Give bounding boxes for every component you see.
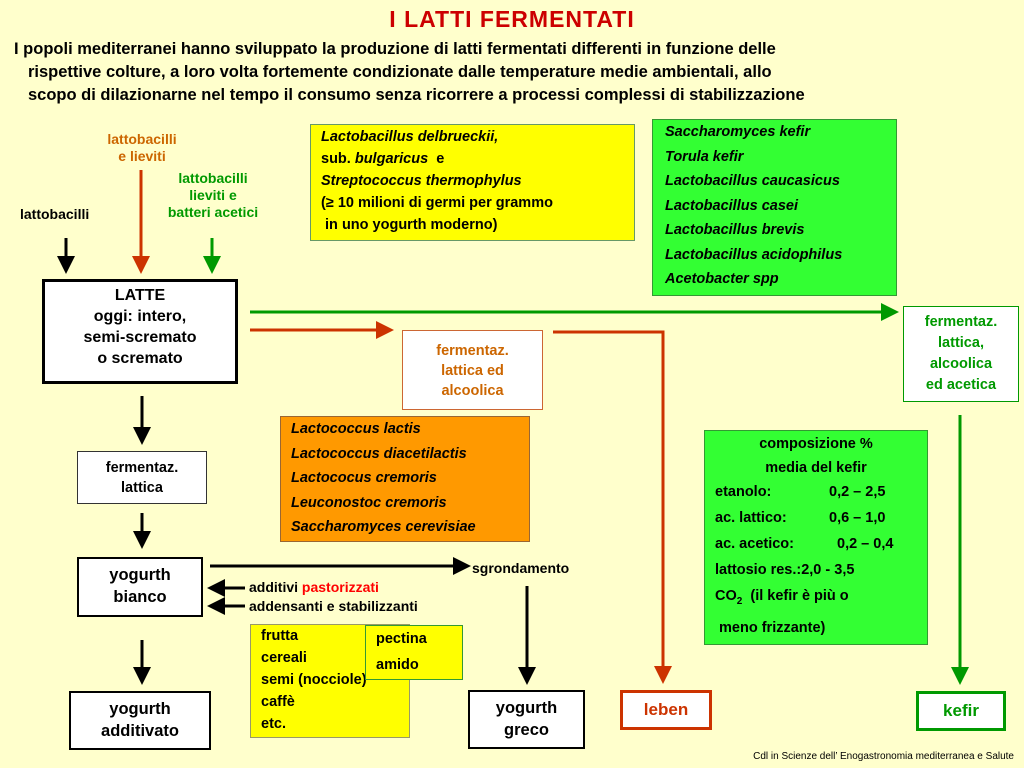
composition-key: lattosio res.: xyxy=(715,562,802,578)
composition-row: etanolo: 0,2 – 2,5 xyxy=(715,479,927,505)
box-line: fermentaz. xyxy=(436,343,509,359)
footer-text: Cdl in Scienze dell’ Enogastronomia medi… xyxy=(753,751,1014,762)
arrow-to-leben xyxy=(553,330,672,684)
label-addensanti: addensanti e stabilizzanti xyxy=(249,598,418,614)
flora-item: Lactococcus lactis xyxy=(291,421,421,437)
additivi-item: cereali xyxy=(261,650,307,666)
label-line: e lieviti xyxy=(118,148,166,164)
flora-item: Torula kefir xyxy=(665,148,744,165)
composition-row: ac. lattico: 0,6 – 1,0 xyxy=(715,505,927,531)
fermentation-lattica-box: fermentaz. lattica xyxy=(77,451,207,504)
latte-line: o scremato xyxy=(97,350,183,367)
flora-item: Lactococcus diacetilactis xyxy=(291,445,467,462)
composition-value: 0,6 – 1,0 xyxy=(829,510,886,526)
composition-value: 0,2 – 0,4 xyxy=(837,536,894,552)
box-line: yogurth xyxy=(109,700,171,718)
box-line: fermentaz. xyxy=(924,314,998,330)
flora-item: Saccharomyces cerevisiae xyxy=(291,519,476,535)
yogurth-additivato-box: yogurth additivato xyxy=(69,691,211,750)
intro-text: I popoli mediterranei hanno sviluppato l… xyxy=(14,38,1010,107)
composition-heading: media del kefir xyxy=(765,460,867,476)
composition-key: etanolo: xyxy=(715,484,772,500)
fermentation-leben-box: fermentaz. lattica ed alcoolica xyxy=(402,330,543,410)
additivi-item: caffè xyxy=(261,694,295,710)
intro-line: I popoli mediterranei hanno sviluppato l… xyxy=(14,40,776,58)
label-text: pastorizzati xyxy=(301,579,379,595)
flora-item: Leuconostoc cremoris xyxy=(291,494,447,511)
box-line: additivato xyxy=(101,722,179,740)
co2-text: meno frizzante) xyxy=(715,619,826,636)
box-line: greco xyxy=(504,721,549,739)
additivi-item: etc. xyxy=(261,716,286,732)
flora-item: Acetobacter spp xyxy=(665,271,779,287)
box-line: yogurth xyxy=(109,566,171,584)
box-line: lattica xyxy=(121,480,163,496)
kefir-flora-box: Saccharomyces kefir Torula kefir Lactoba… xyxy=(652,119,897,296)
addensanti-item: amido xyxy=(376,657,419,673)
label-lattobacilli-lieviti: lattobacilli e lieviti xyxy=(90,131,194,165)
flora-item: Lactobacillus brevis xyxy=(665,222,805,238)
addensanti-item: pectina xyxy=(376,631,427,647)
intro-line: scopo di dilazionarne nel tempo il consu… xyxy=(28,86,805,104)
box-line: lattica, xyxy=(938,335,984,351)
flora-item: Lactobacillus caucasicus xyxy=(665,173,840,189)
flora-text: bulgaricus xyxy=(354,151,429,167)
composition-row: ac. acetico: 0,2 – 0,4 xyxy=(715,531,927,557)
label-line: lattobacilli xyxy=(107,131,177,147)
latte-line: semi-scremato xyxy=(83,329,197,346)
box-line: lattica ed xyxy=(441,363,504,379)
latte-line: LATTE xyxy=(114,287,166,304)
leben-flora-box: Lactococcus lactis Lactococcus diacetila… xyxy=(280,416,530,542)
box-line: alcoolica xyxy=(441,383,504,399)
composition-value: 0,2 – 2,5 xyxy=(829,484,886,500)
co2-text: CO xyxy=(715,588,737,604)
composition-key: ac. acetico: xyxy=(715,536,794,552)
page-title: I LATTI FERMENTATI xyxy=(389,6,635,32)
flora-item: Lactobacillus casei xyxy=(665,197,798,214)
co2-subscript: 2 xyxy=(736,595,743,607)
composition-key: ac. lattico: xyxy=(715,510,787,526)
additivi-item: frutta xyxy=(261,628,299,644)
flora-text: Lactobacillus delbrueckii, xyxy=(321,129,499,145)
label-additivi: additivi pastorizzati xyxy=(249,579,379,596)
flora-item: Lactococus cremoris xyxy=(291,470,437,486)
label-lattobacilli-acetici: lattobacilli lieviti e batteri acetici xyxy=(150,170,276,221)
co2-text: (il kefir è più o xyxy=(742,588,849,604)
fermentation-kefir-box: fermentaz. lattica, alcoolica ed acetica xyxy=(903,306,1019,402)
latte-line: oggi: intero, xyxy=(93,308,187,325)
kefir-box: kefir xyxy=(916,691,1006,731)
flora-text: Streptococcus thermophylus xyxy=(321,173,522,189)
box-line: ed acetica xyxy=(925,377,997,393)
composition-row: lattosio res.:2,0 - 3,5 xyxy=(715,557,927,583)
kefir-composition-box: composizione % media del kefir etanolo: 0… xyxy=(704,430,928,645)
box-line: fermentaz. xyxy=(105,460,179,476)
box-line: yogurth xyxy=(495,699,558,717)
label-sgrondamento: sgrondamento xyxy=(472,560,570,576)
flora-item: Saccharomyces kefir xyxy=(665,124,811,140)
label-text: additivi xyxy=(249,579,302,595)
label-lattobacilli: lattobacilli xyxy=(20,206,90,222)
box-line: bianco xyxy=(113,588,167,606)
intro-line: rispettive colture, a loro volta forteme… xyxy=(28,63,772,81)
flora-text: sub. xyxy=(321,151,355,167)
label-line: batteri acetici xyxy=(167,204,259,220)
box-line: alcoolica xyxy=(929,356,993,372)
composition-value: 2,0 - 3,5 xyxy=(801,562,855,578)
leben-box: leben xyxy=(620,690,712,730)
flora-text: (≥ 10 milioni di germi per grammo xyxy=(321,195,553,211)
flora-text: e xyxy=(428,151,445,167)
flora-item: Lactobacillus acidophilus xyxy=(665,246,843,263)
composition-heading: composizione % xyxy=(759,436,873,452)
yogurth-bianco-box: yogurth bianco xyxy=(77,557,203,617)
latte-box: LATTE oggi: intero, semi-scremato o scre… xyxy=(42,279,238,384)
yogurt-flora-box: Lactobacillus delbrueckii, sub. bulgaric… xyxy=(310,124,635,241)
addensanti-list-box: pectina amido xyxy=(365,625,463,680)
label-line: lattobacilli xyxy=(178,170,248,186)
flora-text: in uno yogurth moderno) xyxy=(321,217,498,233)
yogurth-greco-box: yogurth greco xyxy=(468,690,585,749)
label-line: lieviti e xyxy=(189,187,237,203)
composition-co2: CO2 (il kefir è più o xyxy=(715,583,927,615)
additivi-item: semi (nocciole) xyxy=(261,672,367,688)
